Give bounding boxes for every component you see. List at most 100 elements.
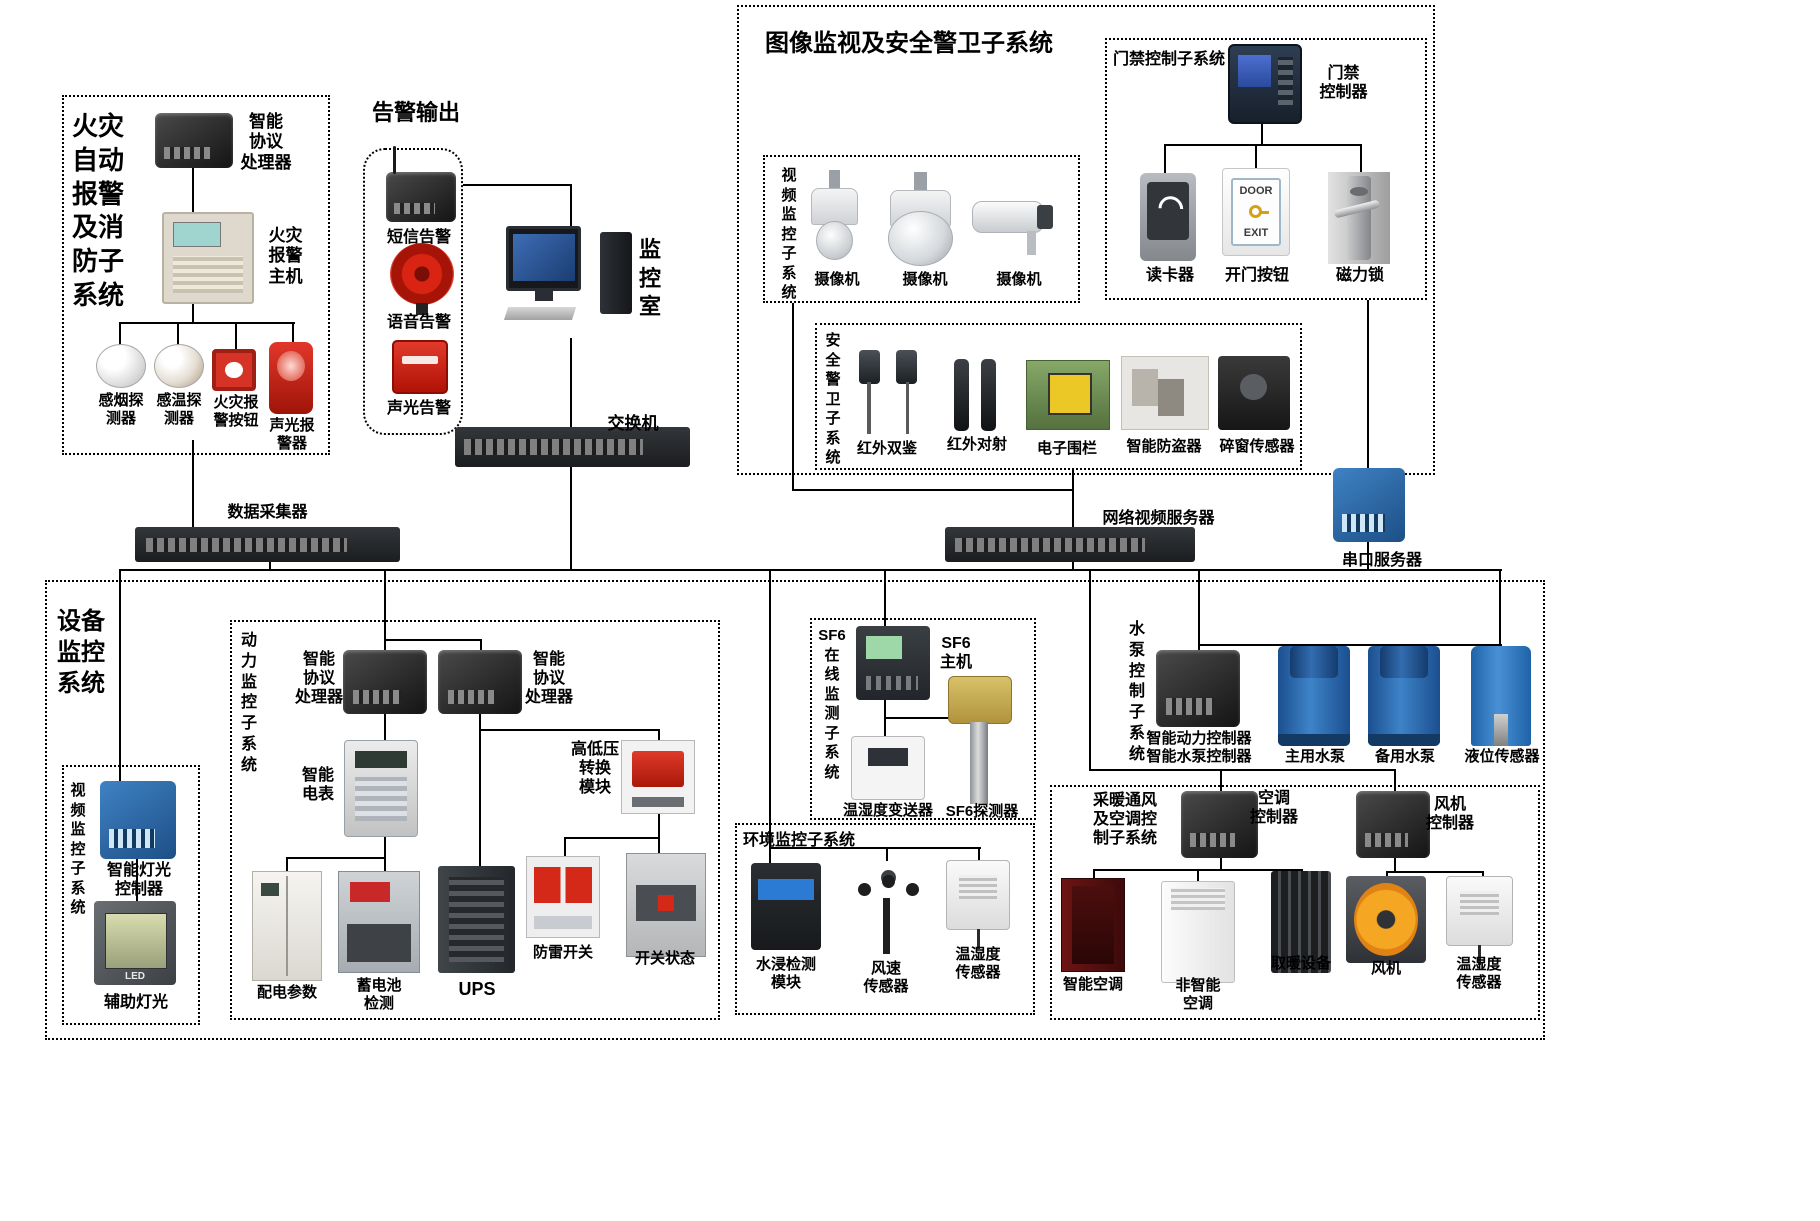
aux-light-label: 辅助灯光: [103, 994, 168, 1011]
connector-line: [1386, 873, 1388, 877]
distribution-params-label: 配电参数: [256, 984, 317, 1001]
connector-line: [564, 837, 660, 839]
camera1-label: 摄像机: [814, 271, 860, 288]
power-subsystem-title: 动 力 监 控 子 系 统: [240, 632, 257, 774]
power-processor-a-label: 智能 协议 处理器: [294, 651, 343, 707]
connector-line: [1164, 146, 1166, 175]
computer-stand: [534, 290, 553, 302]
smoke-detector-device: [96, 344, 146, 388]
connector-line: [792, 489, 1074, 491]
magnetic-lock-label: 磁力锁: [1335, 267, 1384, 284]
sms-alarm-device: [386, 146, 456, 222]
ir-stem: [905, 381, 909, 434]
access-subsystem-title: 门禁控制子系统: [1113, 51, 1226, 68]
nvr-label: 网络视频服务器: [1102, 510, 1215, 527]
ir-stem: [867, 381, 871, 434]
connector-line: [570, 186, 572, 228]
access-control-box: [1105, 38, 1427, 300]
exit-button-face: DOOR EXIT: [1230, 177, 1282, 247]
lock-knob: [1350, 186, 1368, 196]
window-break-sensor-label: 碎窗传感器: [1219, 438, 1295, 455]
connector-line: [286, 857, 386, 859]
connector-line: [1482, 873, 1484, 877]
connector-line: [1089, 571, 1091, 770]
ups-device: [438, 866, 515, 973]
audio-visual-alarm-device: [392, 340, 448, 394]
equipment-video-box: [62, 765, 200, 1025]
connector-line: [884, 571, 886, 627]
computer-keyboard: [503, 306, 576, 321]
access-controller-label: 门禁 控制器: [1319, 65, 1368, 102]
connector-line: [1220, 771, 1222, 792]
fire-alarm-button-device: [212, 349, 256, 391]
ir-beam-device: [946, 356, 1004, 436]
sf6-host-label: SF6 主机: [939, 635, 972, 672]
connector-line: [479, 714, 481, 867]
breaker-status-device: [626, 853, 706, 957]
connector-line: [1499, 571, 1501, 646]
pump-controller-label: 智能动力控制器 智能水泵控制器: [1146, 730, 1252, 765]
connector-line: [479, 729, 660, 731]
hv-lv-module-label: 高低压 转换 模块: [570, 741, 619, 797]
camera-ball-head: [888, 211, 953, 267]
connector-line: [978, 849, 980, 861]
fire-subsystem-box: [62, 95, 330, 455]
connector-line: [769, 571, 771, 864]
connector-line: [177, 324, 179, 346]
th-sensor1-device: [946, 860, 1010, 949]
voice-alarm-device: [390, 243, 454, 315]
fire-alarm-host-device: [162, 212, 254, 304]
access-controller-device: [1228, 44, 1302, 124]
heat-detector-label: 感温探 测器: [156, 392, 202, 427]
heat-detector-device: [154, 344, 204, 388]
connector-line: [884, 717, 950, 719]
fire-host-label: 火灾 报警 主机: [268, 226, 303, 286]
connector-line: [119, 322, 295, 324]
connector-line: [384, 639, 482, 641]
ir-dual-label: 红外双鉴: [856, 440, 917, 457]
battery-test-label: 蓄电池 检测: [356, 977, 402, 1012]
light-controller-label: 智能灯光 控制器: [106, 862, 171, 899]
smart-ac-label: 智能空调: [1062, 976, 1123, 993]
hvac-box: [1050, 785, 1540, 1020]
camera-body: [811, 187, 858, 225]
connector-line: [792, 303, 794, 491]
connector-line: [1093, 871, 1095, 879]
exit-door-text: DOOR: [1239, 184, 1273, 197]
window-break-sensor-device: [1218, 356, 1290, 430]
nvr-device: [945, 527, 1195, 562]
connector-line: [1255, 146, 1257, 170]
connector-line: [570, 467, 572, 570]
water-leak-module-label: 水浸检测 模块: [755, 956, 816, 991]
card-reader-device: [1140, 173, 1196, 261]
bullet-camera-device: [972, 183, 1067, 258]
connector-line: [1360, 146, 1362, 175]
anti-theft-label: 智能防盗器: [1126, 438, 1202, 455]
sf6-monitor-box: [810, 618, 1036, 820]
led-floodlight-device: LED: [94, 901, 176, 985]
fan-controller-device: [1356, 791, 1430, 858]
data-collector-label: 数据采集器: [227, 504, 308, 521]
connector-line: [192, 440, 194, 528]
led-text: LED: [125, 970, 145, 982]
serial-server-label: 串口服务器: [1341, 552, 1422, 569]
connector-line: [1367, 542, 1369, 571]
connector-line: [480, 641, 482, 651]
connector-line: [658, 814, 660, 854]
connector-line: [136, 859, 138, 903]
surveillance-box: [737, 5, 1435, 475]
ups-label: UPS: [458, 979, 496, 999]
camera-body: [972, 201, 1045, 233]
environment-box: [735, 823, 1035, 1015]
fire-sounder-device: [269, 342, 313, 414]
camera-mount: [913, 172, 928, 192]
connector-line: [769, 847, 981, 849]
connector-line: [384, 571, 386, 651]
connector-line: [384, 837, 386, 872]
power-protocol-processor-b-device: [438, 650, 522, 714]
equipment-system-title: 设备 监控 系统: [57, 608, 105, 698]
main-pump-label: 主用水泵: [1284, 748, 1345, 765]
connector-line: [1394, 771, 1396, 792]
th-sensor2-label: 温湿度 传感器: [1456, 956, 1502, 991]
